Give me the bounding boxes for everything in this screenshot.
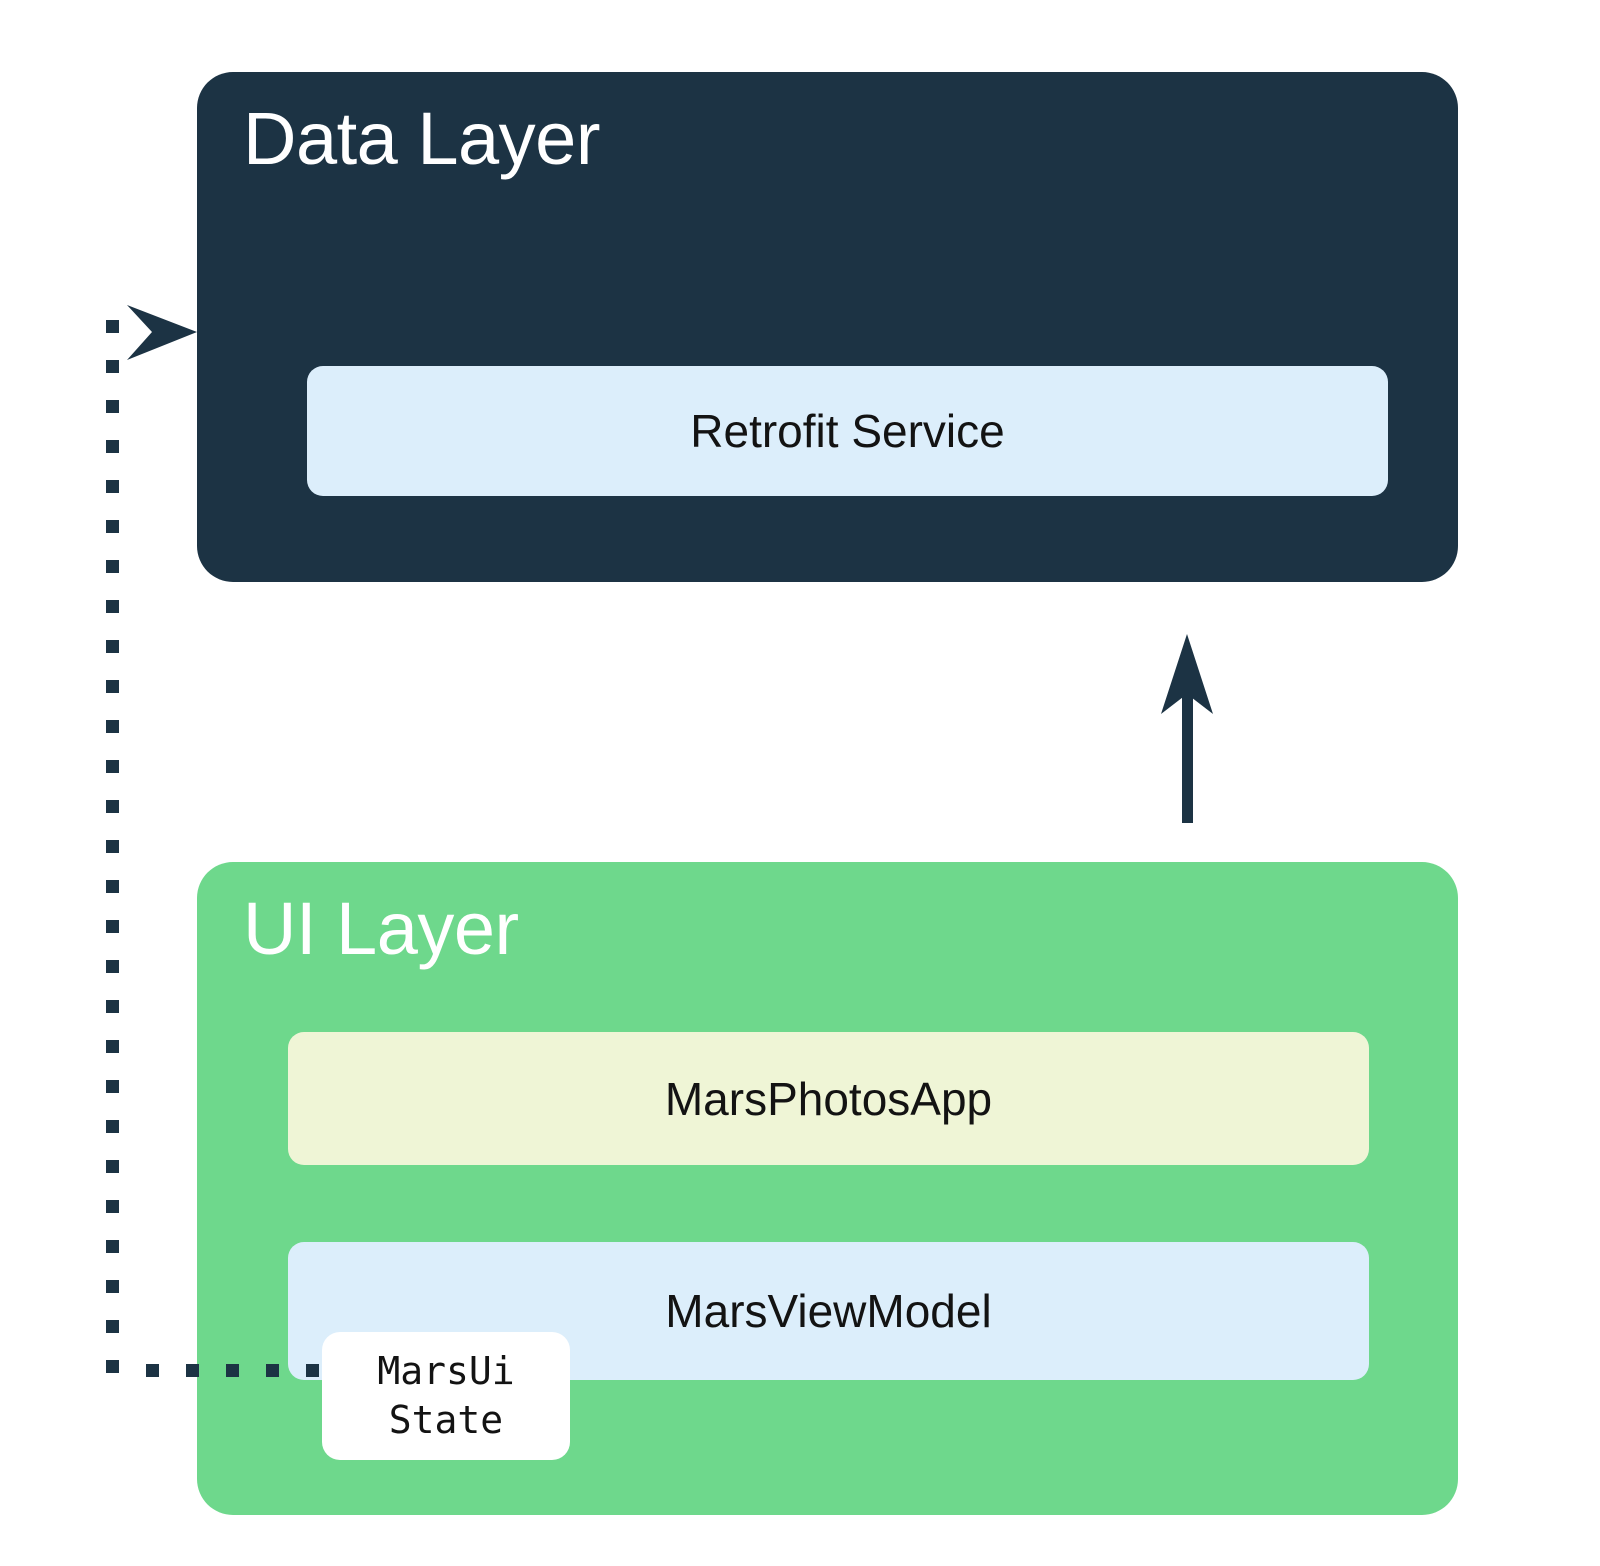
dotted-connector-dot — [266, 1364, 279, 1377]
dotted-connector-dot — [106, 840, 119, 853]
data-layer-title: Data Layer — [243, 97, 600, 180]
dotted-connector-dot — [106, 1160, 119, 1173]
dotted-connector-dot — [106, 880, 119, 893]
dotted-connector-dot — [106, 360, 119, 373]
dotted-connector-dot — [106, 920, 119, 933]
mars-photos-app-box: MarsPhotosApp — [288, 1032, 1369, 1165]
dotted-connector-dot — [226, 1364, 239, 1377]
mars-ui-state-label-line2: State — [388, 1398, 504, 1442]
dotted-connector-dot — [106, 1000, 119, 1013]
dotted-connector-dot — [106, 320, 119, 333]
dotted-connector-dot — [146, 1364, 159, 1377]
dotted-connector-dot — [106, 800, 119, 813]
dotted-connector-dot — [106, 520, 119, 533]
dotted-connector-dot — [106, 960, 119, 973]
dotted-connector-dot — [106, 1080, 119, 1093]
dotted-connector-dot — [106, 1240, 119, 1253]
dotted-connector-dot — [106, 400, 119, 413]
dotted-connector-dot — [106, 560, 119, 573]
dotted-connector-dot — [106, 1200, 119, 1213]
dotted-connector-dot — [106, 1120, 119, 1133]
dotted-connector-dot — [106, 1040, 119, 1053]
dotted-connector-dot — [186, 1364, 199, 1377]
retrofit-service-box: Retrofit Service — [307, 366, 1388, 496]
dotted-connector-dot — [106, 1320, 119, 1333]
ui-layer-title: UI Layer — [243, 887, 519, 970]
solid-arrow-ui-to-data — [1161, 634, 1213, 823]
dotted-connector-dot — [106, 1360, 119, 1373]
dotted-connector-dot — [306, 1364, 319, 1377]
mars-view-model-label: MarsViewModel — [665, 1285, 992, 1337]
dotted-connector-dot — [106, 640, 119, 653]
mars-ui-state-card: MarsUi State — [322, 1332, 570, 1460]
mars-ui-state-label-line1: MarsUi — [377, 1349, 515, 1394]
data-layer-box: Data Layer Retrofit Service — [197, 72, 1458, 582]
dotted-connector-dot — [106, 760, 119, 773]
mars-photos-app-label: MarsPhotosApp — [664, 1072, 993, 1125]
retrofit-service-label: Retrofit Service — [690, 405, 1005, 457]
dotted-connector-dot — [106, 440, 119, 453]
dotted-connector-dot — [106, 1280, 119, 1293]
dotted-arrow-head — [127, 305, 197, 360]
dotted-connector-dot — [106, 480, 119, 493]
dotted-connector-dot — [106, 680, 119, 693]
dotted-connector-dot — [106, 720, 119, 733]
dotted-connector-dot — [106, 600, 119, 613]
